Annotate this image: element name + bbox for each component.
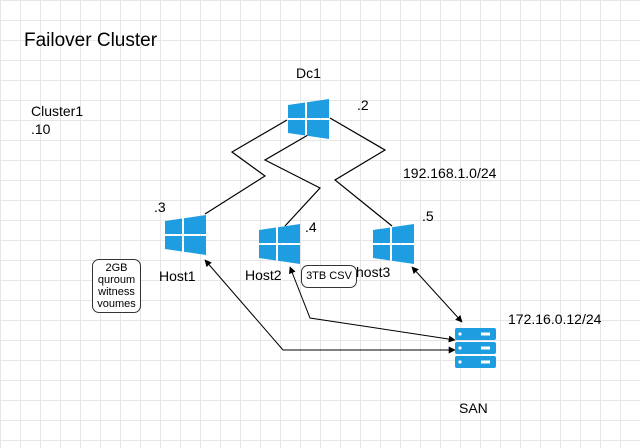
san-name-label: SAN [459, 400, 488, 416]
host3-ip-label: .5 [422, 208, 434, 224]
host1-name-label: Host1 [159, 268, 196, 284]
storage-server-icon [455, 328, 496, 368]
windows-logo-icon-host1 [165, 215, 206, 255]
cluster-name-label: Cluster1 [31, 103, 84, 119]
link-dc1-host2 [263, 134, 321, 227]
host3-name-label: host3 [356, 264, 391, 280]
san-ip-label: 172.16.0.12/24 [508, 311, 602, 327]
dc-name-label: Dc1 [296, 65, 321, 81]
csv-note-text: 3TB CSV [306, 270, 352, 282]
witness-note-line: quroum [97, 274, 136, 286]
windows-logo-icon-host3 [373, 224, 414, 264]
subnet-label: 192.168.1.0/24 [403, 165, 497, 181]
witness-volume-note: 2GB quroum witness voumes [92, 259, 141, 313]
arrow-host3-san [411, 266, 463, 323]
cluster-ip-label: .10 [31, 121, 51, 137]
witness-note-line: witness [98, 286, 135, 298]
csv-note: 3TB CSV [301, 265, 357, 288]
witness-note-line: voumes [97, 298, 136, 310]
witness-note-line: 2GB [105, 262, 128, 274]
dc-ip-label: .2 [357, 97, 369, 113]
windows-logo-icon-host2 [259, 224, 300, 264]
windows-logo-icon-dc1 [288, 99, 329, 139]
host2-ip-label: .4 [305, 219, 317, 235]
arrow-host2-san [289, 266, 456, 343]
host1-ip-label: .3 [154, 199, 166, 215]
host2-name-label: Host2 [245, 267, 282, 283]
link-dc1-host3 [329, 117, 393, 227]
diagram-title: Failover Cluster [24, 30, 158, 51]
link-dc1-host1 [204, 119, 288, 215]
arrow-host1-san [204, 259, 456, 354]
